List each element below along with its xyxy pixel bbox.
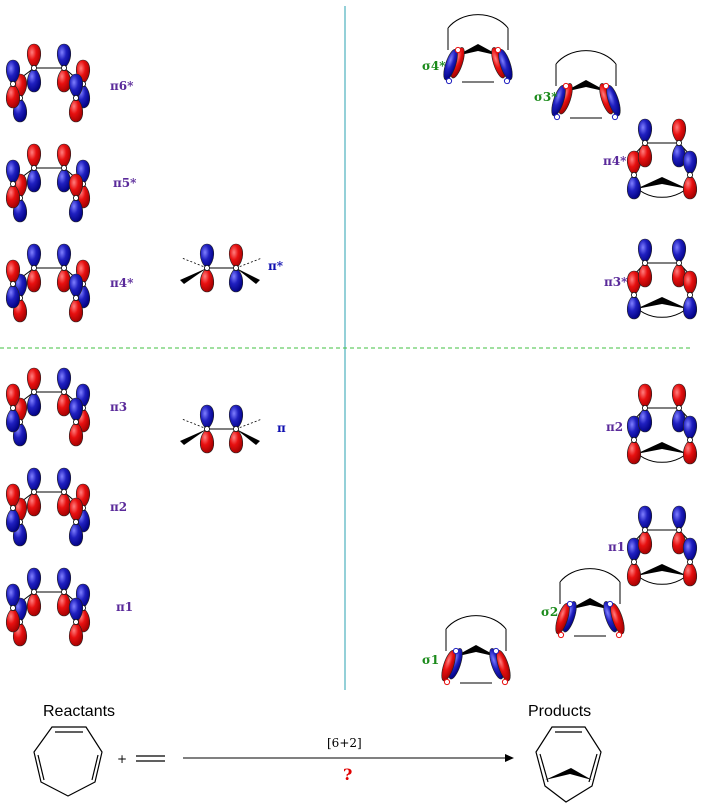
label-ethylene-pi-star: π* [268,259,284,273]
p-orbital [199,243,215,293]
p-orbital [56,367,72,417]
p-orbital [26,243,42,293]
label-product-pi1: π1 [608,540,625,554]
p-orbital [637,238,653,288]
p-orbital [637,383,653,433]
product-pi1-orbital [626,505,698,587]
bridge-wedge [545,768,592,780]
hexatriene-pi5-star [5,143,91,223]
products-caption: Products [528,703,591,720]
p-orbital [671,238,687,288]
reaction-type-label: [6+2] [327,736,362,750]
p-orbital [626,150,642,200]
cyclooctatriene-structure [33,726,103,797]
p-orbital [56,467,72,517]
p-orbital [68,273,84,323]
p-orbital [26,367,42,417]
hexatriene-pi3 [5,367,91,447]
p-orbital [56,243,72,293]
p-orbital [5,583,21,633]
p-orbital [682,150,698,200]
p-orbital [68,497,84,547]
p-orbital [56,143,72,193]
product-sigma4-star-orbital [443,14,513,85]
p-orbital [626,415,642,465]
p-orbital [682,270,698,320]
p-orbital [682,537,698,587]
product-sigma2-orbital [555,568,625,639]
label-pi6-star: π6* [110,79,134,93]
product-sigma3-star-orbital [551,50,621,121]
label-product-pi4-star: π4* [603,154,627,168]
p-orbital [68,73,84,123]
product-sigma1-orbital [441,615,511,686]
arrow-head [505,754,514,762]
p-orbital [671,118,687,168]
product-pi4-star-orbital [626,118,698,200]
p-orbital [5,159,21,209]
p-orbital [5,259,21,309]
p-orbital [56,567,72,617]
label-pi4-star: π4* [110,276,134,290]
label-sigma3-star: σ3* [534,90,558,104]
p-orbital [56,43,72,93]
question-mark: ? [343,765,352,784]
label-sigma1: σ1 [422,653,439,667]
product-orbitals [441,14,698,686]
reactants-caption: Reactants [43,703,115,720]
ethylene-orbitals [180,243,263,454]
reactant-orbitals [5,43,91,647]
p-orbital [671,505,687,555]
hexatriene-pi1 [5,567,91,647]
label-sigma2: σ2 [541,605,558,619]
p-orbital [199,404,215,454]
p-orbital [5,483,21,533]
p-orbital [682,415,698,465]
p-orbital [637,505,653,555]
p-orbital [26,567,42,617]
ethylene-pi-star-orbital [180,243,263,293]
label-ethylene-pi: π [277,421,286,435]
plus-sign: + [117,752,127,766]
p-orbital [68,597,84,647]
label-sigma4-star: σ4* [422,59,446,73]
label-pi3: π3 [110,400,127,414]
p-orbital [26,43,42,93]
hexatriene-pi4-star [5,243,91,323]
label-pi5-star: π5* [113,176,137,190]
product-pi3-star-orbital [626,238,698,320]
label-product-pi2: π2 [606,420,623,434]
bicyclo-product-structure [535,726,602,803]
ethylene-pi-orbital [180,404,263,454]
p-orbital [5,59,21,109]
p-orbital [68,173,84,223]
p-orbital [26,143,42,193]
p-orbital [228,404,244,454]
p-orbital [228,243,244,293]
p-orbital [5,383,21,433]
p-orbital [671,383,687,433]
product-pi2-orbital [626,383,698,465]
hexatriene-pi2 [5,467,91,547]
ethylene-structure [136,755,165,762]
label-pi2: π2 [110,500,127,514]
p-orbital [26,467,42,517]
hexatriene-pi6-star [5,43,91,123]
label-product-pi3-star: π3* [604,275,628,289]
p-orbital [626,270,642,320]
p-orbital [637,118,653,168]
label-pi1: π1 [116,600,133,614]
p-orbital [626,537,642,587]
p-orbital [68,397,84,447]
